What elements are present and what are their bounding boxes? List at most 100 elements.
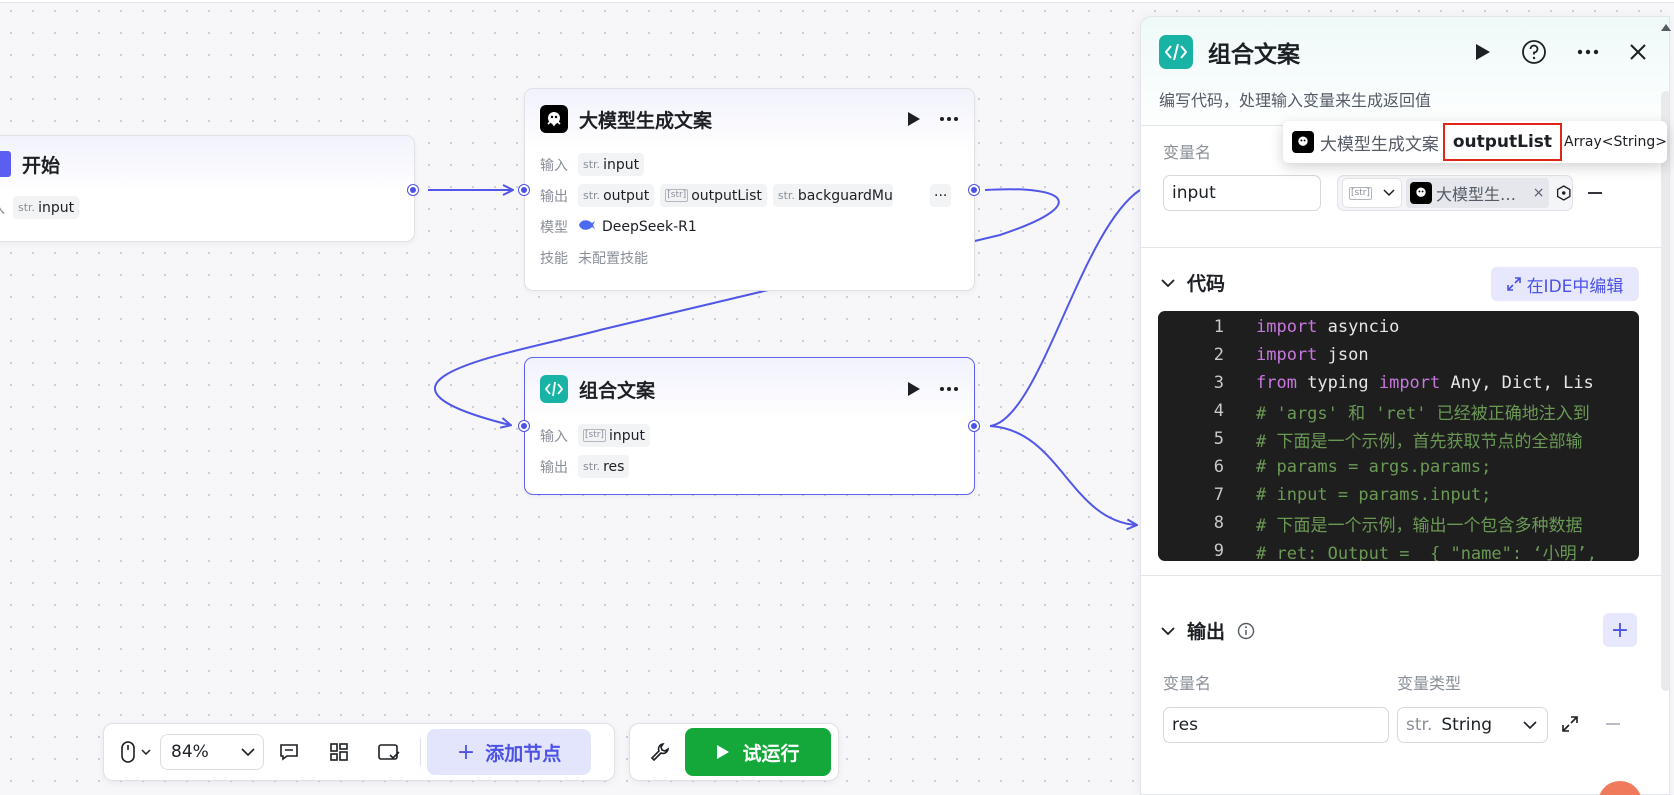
chevron-down-icon — [1523, 721, 1537, 729]
type-tag: str. — [1406, 715, 1433, 735]
more-outputs-button[interactable]: ··· — [930, 184, 952, 207]
code-line[interactable]: 6# params = args.params; — [1158, 453, 1492, 481]
type-select[interactable]: [str] — [1342, 178, 1402, 208]
output-var-type-select[interactable]: str. String — [1397, 707, 1548, 743]
code-token: Any, Dict, Lis — [1440, 373, 1594, 393]
code-output-port[interactable] — [969, 421, 979, 431]
llm-input-port[interactable] — [519, 185, 529, 195]
output-var-name-field[interactable]: res — [1163, 707, 1389, 743]
code-text: import json — [1230, 345, 1369, 365]
code-text: # 'args' 和 'ret' 已经被正确地注入到 — [1230, 399, 1590, 424]
llm-node[interactable]: 大模型生成文案 输入 str. input 输出 str. output [st… — [524, 88, 975, 291]
popover-field-name: outputList — [1442, 123, 1563, 161]
debug-settings-button[interactable] — [635, 742, 685, 762]
start-input-name: input — [38, 199, 75, 216]
code-line[interactable]: 9# ret: Output = { "name": ‘小明’, — [1158, 537, 1607, 561]
type-tag: [str] — [583, 429, 606, 442]
code-token: # ret: Output = { "name": ‘小明’, — [1256, 543, 1608, 562]
line-number: 3 — [1213, 373, 1224, 393]
llm-output-chip: str. backguardMu — [772, 184, 893, 207]
add-node-label: 添加节点 — [485, 742, 562, 765]
code-node[interactable]: 组合文案 输入 [str] input 输出 str. res — [524, 357, 975, 495]
code-line[interactable]: 3 from typing import Any, Dict, Lis — [1158, 369, 1594, 397]
toolbar-divider — [420, 738, 421, 766]
code-line[interactable]: 8# 下面是一个示例，输出一个包含多种数据 — [1158, 509, 1583, 537]
code-line[interactable]: 7# input = params.input; — [1158, 481, 1492, 509]
chevron-down-icon — [241, 748, 255, 756]
expand-icon[interactable] — [1561, 715, 1579, 733]
more-icon[interactable] — [1577, 49, 1599, 55]
edge-code-to-panel-bottom — [989, 425, 1136, 525]
code-text: import asyncio — [1230, 317, 1399, 337]
close-icon[interactable] — [1629, 43, 1647, 61]
test-run-button[interactable]: 试运行 — [685, 728, 831, 776]
remove-output-icon[interactable] — [1605, 722, 1621, 726]
canvas-toolbar: 84% + 添加节点 — [103, 723, 615, 781]
type-tag: str. — [777, 189, 795, 202]
llm-skill-label: 技能 — [540, 250, 568, 267]
remove-input-icon[interactable] — [1587, 191, 1603, 195]
comment-button[interactable] — [264, 743, 314, 761]
code-output-chip: str. res — [578, 455, 630, 478]
start-node-title: 开始 — [22, 154, 61, 177]
code-section-title: 代码 — [1187, 273, 1226, 295]
code-text: # 下面是一个示例，首先获取节点的全部输 — [1230, 427, 1582, 452]
edit-in-ide-label: 在IDE中编辑 — [1526, 276, 1624, 297]
scroll-up-icon[interactable] — [1660, 22, 1672, 32]
llm-skill-value: 未配置技能 — [578, 250, 648, 267]
add-node-button[interactable]: + 添加节点 — [427, 729, 591, 775]
start-node[interactable]: 开始 入 str. input — [0, 135, 415, 242]
code-token: import — [1256, 345, 1318, 365]
code-line[interactable]: 4# 'args' 和 'ret' 已经被正确地注入到 — [1158, 397, 1590, 425]
plus-icon: + — [1610, 617, 1630, 643]
code-input-port[interactable] — [519, 421, 529, 431]
code-text: # ret: Output = { "name": ‘小明’, — [1230, 539, 1607, 562]
code-token: typing — [1296, 373, 1379, 393]
layout-grid-icon — [330, 743, 348, 761]
variable-picker-icon[interactable] — [1555, 183, 1572, 203]
add-output-button[interactable]: + — [1603, 613, 1637, 647]
output-section-header[interactable]: 输出 — [1161, 617, 1255, 644]
line-number: 5 — [1213, 429, 1224, 449]
code-icon — [1159, 35, 1193, 69]
deepseek-icon — [578, 218, 596, 236]
help-icon[interactable] — [1521, 39, 1547, 65]
output-var-type-label: 变量类型 — [1397, 674, 1462, 693]
code-input-label: 输入 — [540, 428, 568, 445]
layout-button[interactable] — [314, 743, 364, 761]
minimap-button[interactable] — [364, 743, 414, 761]
info-icon[interactable] — [1237, 622, 1255, 640]
play-icon[interactable] — [907, 381, 921, 397]
start-output-port[interactable] — [408, 185, 418, 195]
type-tag: str. — [583, 158, 601, 171]
panel-scrollbar[interactable] — [1661, 91, 1669, 691]
play-icon[interactable] — [1475, 43, 1491, 61]
edit-in-ide-button[interactable]: 在IDE中编辑 — [1491, 267, 1639, 301]
mouse-mode-button[interactable] — [112, 741, 160, 763]
llm-output-port[interactable] — [969, 185, 979, 195]
input-var-name-field[interactable]: input — [1163, 175, 1321, 211]
code-token: json — [1317, 345, 1369, 365]
mouse-icon — [121, 741, 135, 763]
input-var-ref-select[interactable]: [str] 大模型生… × — [1337, 175, 1573, 211]
chevron-down-icon — [1161, 278, 1175, 287]
more-icon[interactable] — [939, 386, 959, 392]
code-text: # 下面是一个示例，输出一个包含多种数据 — [1230, 511, 1582, 536]
play-icon[interactable] — [907, 111, 921, 127]
line-number: 7 — [1213, 485, 1224, 505]
assistant-avatar[interactable] — [1598, 781, 1642, 795]
code-section-header[interactable]: 代码 — [1161, 269, 1225, 296]
code-line[interactable]: 5 # 下面是一个示例，首先获取节点的全部输 — [1158, 425, 1583, 453]
llm-model-label: 模型 — [540, 219, 568, 236]
clear-ref-icon[interactable]: × — [1532, 185, 1545, 201]
test-run-label: 试运行 — [742, 742, 800, 765]
more-icon[interactable] — [939, 116, 959, 122]
zoom-select[interactable]: 84% — [160, 734, 264, 770]
output-section-title: 输出 — [1187, 621, 1226, 643]
code-text: from typing import Any, Dict, Lis — [1230, 373, 1594, 393]
minimap-icon — [378, 744, 400, 760]
code-output-label: 输出 — [540, 459, 568, 476]
